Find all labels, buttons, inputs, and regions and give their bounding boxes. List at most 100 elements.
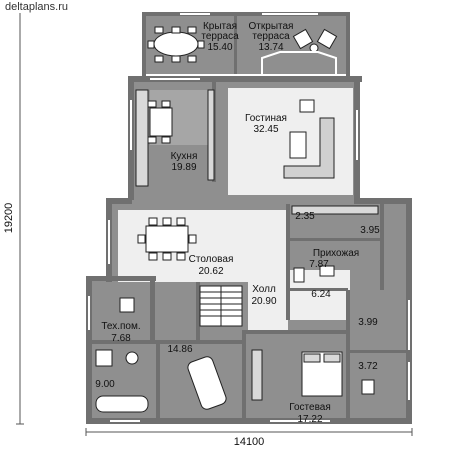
chair — [162, 217, 172, 226]
covered-terrace-area: 15.40 — [207, 42, 232, 53]
terrace-chairs — [147, 26, 205, 63]
chair — [171, 26, 181, 34]
chair — [187, 26, 197, 34]
boiler — [119, 297, 135, 313]
wall — [290, 238, 380, 241]
chair — [147, 100, 157, 108]
wall — [142, 12, 146, 80]
closet-b-area: 3.95 — [360, 225, 380, 236]
kitchen-counter — [135, 89, 149, 187]
chair — [176, 217, 186, 226]
open-terrace-name-1: Открытая — [249, 21, 294, 32]
kitchen-area: 19.89 — [171, 162, 196, 173]
wall — [128, 76, 362, 82]
chair — [154, 55, 164, 63]
wall — [234, 16, 237, 74]
bath-sink — [125, 351, 139, 365]
dining-chairs — [137, 217, 197, 261]
hall-area: 20.90 — [251, 296, 276, 307]
staircase — [199, 285, 243, 327]
corridor-zone — [270, 270, 350, 320]
hall-name: Холл — [252, 284, 276, 295]
side-table — [309, 43, 319, 53]
entry-area: 7.87 — [309, 259, 329, 270]
lounger — [316, 28, 338, 50]
chair — [197, 40, 205, 49]
wall — [350, 350, 406, 353]
terrace-loungers — [292, 28, 338, 53]
coffee-table — [289, 131, 307, 159]
tech-area: 7.68 — [111, 333, 131, 344]
car — [187, 356, 227, 410]
wall — [346, 290, 350, 418]
bath-area: 9.00 — [95, 379, 115, 390]
chair — [148, 217, 158, 226]
width-dimension: 14100 — [234, 436, 265, 448]
chair — [147, 40, 155, 49]
windows — [88, 13, 410, 422]
wall — [242, 330, 246, 418]
guest-wardrobe — [251, 349, 263, 401]
furniture — [95, 26, 379, 413]
store-fixture — [361, 379, 375, 395]
kitchen-counter-right — [207, 89, 215, 181]
guest-area: 17.22 — [297, 414, 322, 425]
chair — [161, 136, 171, 144]
guest-name: Гостевая — [289, 402, 331, 413]
living-name: Гостиная — [245, 113, 287, 124]
pillow — [323, 353, 341, 363]
wardrobe — [291, 205, 379, 215]
bay-window — [261, 51, 337, 74]
covered-terrace-name-2: терраса — [201, 31, 239, 42]
dining-table — [145, 225, 189, 253]
lounger — [292, 28, 314, 50]
chair — [171, 55, 181, 63]
armchair — [299, 99, 315, 113]
bathtub — [95, 395, 149, 413]
dimension-lines — [16, 11, 413, 436]
open-terrace-name-2: терраса — [252, 31, 290, 42]
site-watermark: deltaplans.ru — [3, 1, 70, 13]
wall — [286, 204, 290, 320]
chair — [176, 252, 186, 261]
chair — [188, 234, 197, 244]
store-b-area: 3.72 — [358, 361, 378, 372]
wall — [86, 418, 412, 424]
wall — [86, 276, 92, 424]
terrace-table — [153, 31, 199, 57]
wall — [354, 198, 412, 204]
wall — [246, 330, 346, 334]
kitchen-table — [149, 107, 173, 137]
chair — [161, 100, 171, 108]
wall — [106, 198, 132, 204]
wall — [156, 344, 160, 418]
pillow — [303, 353, 321, 363]
wc-area: 6.24 — [311, 289, 331, 300]
sink — [319, 265, 335, 277]
room-labels: Крытая терраса 15.40 Открытая терраса 13… — [95, 21, 380, 425]
wall — [380, 204, 384, 290]
living-area: 32.45 — [253, 124, 278, 135]
chair — [147, 136, 157, 144]
height-dimension: 19200 — [3, 203, 15, 234]
toilet — [293, 267, 305, 283]
corner-sofa — [283, 117, 335, 179]
covered-terrace-name-1: Крытая — [203, 21, 237, 32]
shower — [95, 349, 113, 367]
wall — [86, 276, 156, 281]
store-a-area: 3.99 — [358, 317, 378, 328]
wall — [92, 340, 246, 344]
wall — [142, 12, 350, 16]
tech-name: Тех.пом. — [101, 321, 140, 332]
open-terrace-area: 13.74 — [258, 42, 283, 53]
wall — [290, 288, 348, 291]
wall — [196, 282, 200, 340]
chair — [187, 55, 197, 63]
chair — [148, 252, 158, 261]
dining-area: 20.62 — [198, 266, 223, 277]
kitchen-name: Кухня — [171, 151, 198, 162]
garage-area: 14.86 — [167, 344, 192, 355]
wall — [346, 12, 350, 80]
